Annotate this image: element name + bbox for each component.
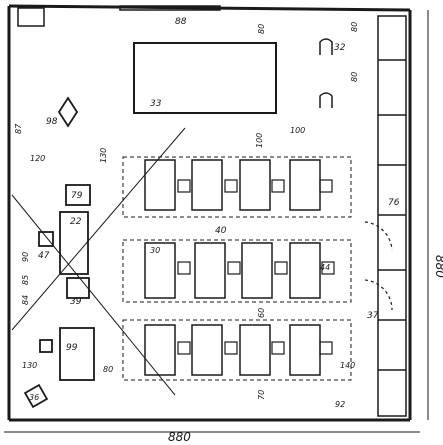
room-labels: 88 33 32 76 37 98 79 22 47 39 99 36 40 4… bbox=[29, 17, 400, 402]
dim-80-right2: 80 bbox=[350, 72, 359, 82]
dim-87: 87 bbox=[14, 123, 23, 134]
dashed-zones bbox=[122, 156, 352, 381]
dim-130b: 130 bbox=[22, 361, 37, 370]
door-arcs bbox=[364, 221, 393, 311]
label-corner-cabinet: 37 bbox=[367, 311, 379, 321]
label-mid-icon: 44 bbox=[320, 263, 330, 272]
label-left-table: 22 bbox=[70, 217, 82, 227]
dim-140: 140 bbox=[340, 361, 355, 370]
label-top-wall: 88 bbox=[175, 17, 187, 27]
label-left-diamond: 98 bbox=[46, 117, 58, 127]
dim-80-top: 80 bbox=[257, 24, 266, 34]
dim-100-vert: 100 bbox=[255, 133, 264, 148]
label-cabinet: 76 bbox=[388, 198, 400, 208]
top-window bbox=[119, 5, 221, 11]
top-left-box bbox=[17, 7, 45, 27]
diagonal-lines bbox=[11, 127, 186, 396]
dim-70: 70 bbox=[257, 390, 266, 400]
dim-92: 92 bbox=[335, 400, 345, 409]
dim-60: 60 bbox=[257, 308, 266, 318]
label-upright: 32 bbox=[334, 43, 346, 53]
label-large-table: 33 bbox=[150, 99, 162, 109]
dim-80b: 80 bbox=[103, 365, 113, 374]
desk-chairs bbox=[177, 179, 335, 355]
overall-dimensions bbox=[4, 10, 429, 433]
label-left-bottom-box: 39 bbox=[70, 297, 82, 307]
right-cabinets bbox=[377, 15, 407, 417]
dim-100-horiz: 100 bbox=[290, 126, 305, 135]
overall-width-label: 880 bbox=[168, 430, 191, 444]
dim-84: 84 bbox=[21, 295, 30, 305]
label-left-square: 47 bbox=[38, 251, 50, 261]
label-left-corner: 36 bbox=[29, 393, 39, 402]
label-mid-desk: 30 bbox=[150, 246, 160, 255]
dim-130: 130 bbox=[99, 148, 108, 163]
left-furniture bbox=[23, 96, 95, 409]
dimension-labels: 80 80 80 100 100 120 130 87 90 85 84 60 … bbox=[14, 22, 359, 409]
overall-depth-label: 880 bbox=[433, 255, 443, 278]
dim-90-left: 90 bbox=[21, 252, 30, 262]
dim-80-right1: 80 bbox=[350, 22, 359, 32]
outer-walls bbox=[7, 4, 412, 422]
upright-pieces bbox=[319, 38, 333, 108]
label-left-small-box: 99 bbox=[66, 343, 78, 353]
label-mid-box: 40 bbox=[215, 226, 227, 236]
dim-85: 85 bbox=[21, 275, 30, 285]
dim-120: 120 bbox=[30, 154, 45, 163]
large-table bbox=[133, 42, 277, 114]
label-left-upper-box: 79 bbox=[71, 191, 83, 201]
